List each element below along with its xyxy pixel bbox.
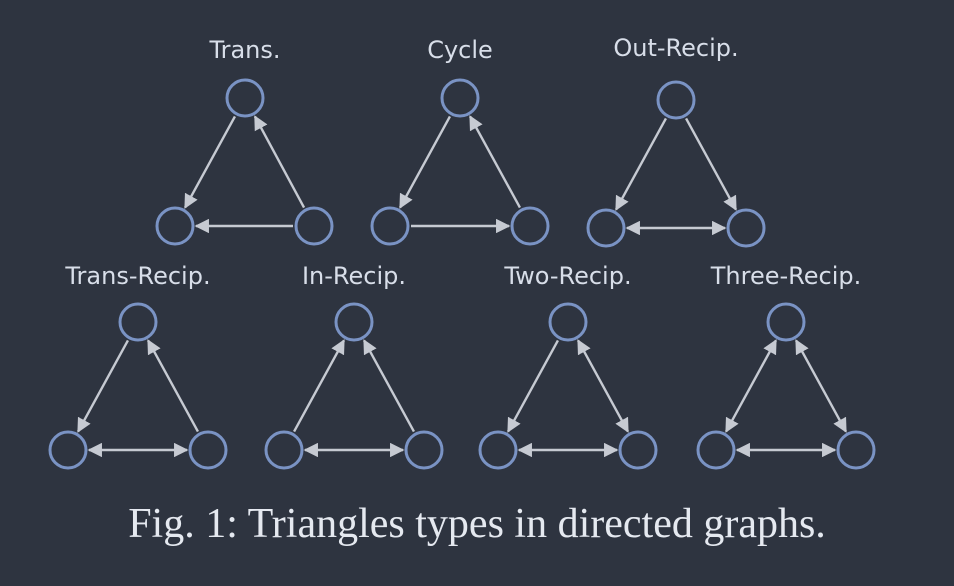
edge-top-left <box>507 339 559 433</box>
edge-right-top <box>469 115 521 209</box>
node-top <box>656 80 696 120</box>
node-right <box>836 430 876 470</box>
node-left <box>48 430 88 470</box>
edge-top-left <box>77 339 129 433</box>
triangle-out-recip: Out-Recip. <box>586 34 766 248</box>
node-top <box>118 302 158 342</box>
node-left <box>155 206 195 246</box>
triangle-three-recip: Three-Recip. <box>696 262 876 470</box>
node-left <box>586 208 626 248</box>
edge-right-top <box>147 339 199 433</box>
node-right <box>188 430 228 470</box>
node-top <box>548 302 588 342</box>
triangle-two-recip: Two-Recip. <box>478 262 658 470</box>
triangle-label: Two-Recip. <box>503 262 631 290</box>
node-right <box>294 206 334 246</box>
triangle-in-recip: In-Recip. <box>264 262 444 470</box>
triangle-types-diagram: Trans. Cycle Out-Recip. Trans-Recip. In-Reci… <box>48 34 876 470</box>
triangles-layer: Trans. Cycle Out-Recip. Trans-Recip. In-Reci… <box>48 34 876 470</box>
edge-top-left-bidirectional <box>725 339 777 433</box>
figure-caption: Fig. 1: Triangles types in directed grap… <box>128 501 826 547</box>
edge-right-top <box>253 115 306 209</box>
node-left <box>478 430 518 470</box>
triangle-label: Cycle <box>427 36 493 64</box>
triangle-label: Out-Recip. <box>613 34 738 62</box>
edge-right-top <box>363 339 415 433</box>
triangle-label: Trans-Recip. <box>64 262 210 290</box>
node-top <box>440 78 480 118</box>
node-top <box>334 302 374 342</box>
node-right <box>726 208 766 248</box>
triangle-trans: Trans. <box>155 36 334 246</box>
node-left <box>696 430 736 470</box>
triangle-label: Trans. <box>208 36 280 64</box>
triangle-trans-recip: Trans-Recip. <box>48 262 228 470</box>
edge-top-left <box>184 115 236 209</box>
triangle-cycle: Cycle <box>370 36 550 246</box>
node-top <box>766 302 806 342</box>
node-top <box>225 78 265 118</box>
triangle-label: In-Recip. <box>302 262 406 290</box>
edge-top-left <box>399 115 451 209</box>
edge-left-top <box>293 339 345 433</box>
triangle-label: Three-Recip. <box>710 262 862 290</box>
node-right <box>404 430 444 470</box>
node-right <box>510 206 550 246</box>
edge-top-right <box>685 117 737 211</box>
node-left <box>370 206 410 246</box>
edge-top-right-bidirectional <box>795 339 847 433</box>
edge-top-right-bidirectional <box>577 339 629 433</box>
edge-top-left <box>615 117 667 211</box>
node-right <box>618 430 658 470</box>
node-left <box>264 430 304 470</box>
